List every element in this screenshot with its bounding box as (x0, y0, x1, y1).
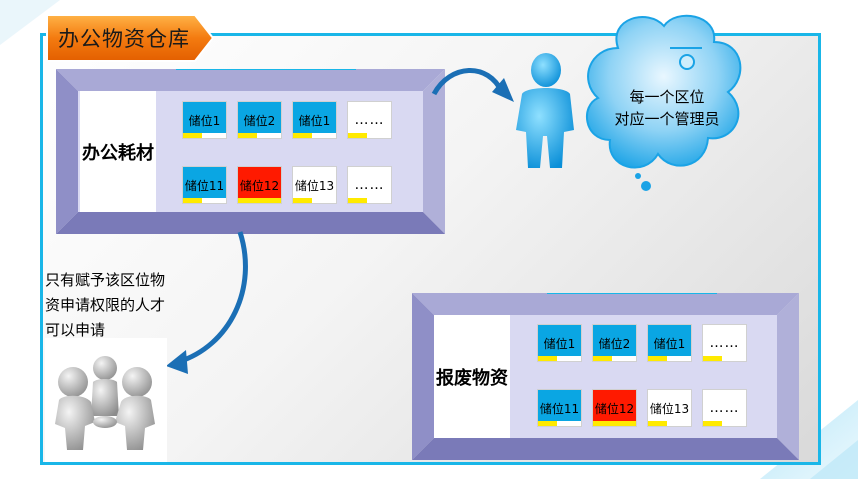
storage-slot: …… (702, 324, 747, 362)
storage-slot-label: …… (709, 400, 740, 416)
storage-slot: …… (347, 101, 392, 139)
cloud-callout-icon (586, 14, 742, 191)
storage-slot-label: 储位1 (188, 113, 221, 128)
permission-note-line3: 可以申请 (45, 321, 106, 339)
storage-slot: 储位13 (292, 166, 337, 204)
permission-note: 只有赋予该区位物 资申请权限的人才 可以申请 (45, 268, 195, 343)
storage-slot: 储位2 (592, 324, 637, 362)
storage-slot: …… (347, 166, 392, 204)
storage-fill-bar (538, 421, 581, 426)
storage-fill-bar (538, 356, 581, 361)
top-panel-accent-line (176, 69, 356, 70)
storage-slot: 储位2 (237, 101, 282, 139)
cloud-note: 每一个区位 对应一个管理员 (592, 86, 742, 130)
storage-slot-label: 储位11 (184, 178, 225, 193)
storage-fill-bar (293, 198, 336, 203)
permission-note-line1: 只有赋予该区位物 (45, 271, 166, 289)
team-people-icon (55, 356, 155, 450)
storage-slot: 储位11 (537, 389, 582, 427)
page-title: 办公物资仓库 (58, 27, 190, 51)
storage-fill-bar (348, 198, 391, 203)
title-tag-shape (46, 14, 215, 62)
storage-fill-bar (183, 198, 226, 203)
storage-fill-bar (293, 133, 336, 138)
storage-slot: …… (702, 389, 747, 427)
cloud-note-line1: 每一个区位 (629, 88, 705, 106)
storage-slot-label: 储位12 (594, 401, 635, 416)
storage-fill-bar (593, 356, 636, 361)
permission-note-line2: 资申请权限的人才 (45, 296, 166, 314)
storage-slot-label: 储位1 (543, 336, 576, 351)
storage-fill-bar (648, 421, 691, 426)
storage-slot-label: …… (709, 335, 740, 351)
storage-slot-label: 储位2 (598, 336, 631, 351)
storage-fill-bar (238, 133, 281, 138)
storage-slot-label: …… (354, 177, 385, 193)
storage-slot: 储位12 (592, 389, 637, 427)
team-image (45, 338, 167, 462)
bottom-panel-accent-line (547, 293, 717, 294)
storage-slot: 储位13 (647, 389, 692, 427)
storage-slot-label: 储位11 (539, 401, 580, 416)
storage-fill-bar (348, 133, 391, 138)
storage-slot-label: …… (354, 112, 385, 128)
storage-slot: 储位1 (292, 101, 337, 139)
storage-slot-label: 储位13 (649, 401, 690, 416)
panel-label-office-consumables: 办公耗材 (80, 91, 156, 212)
storage-fill-bar (238, 198, 281, 203)
storage-fill-bar (703, 356, 746, 361)
storage-slot: 储位11 (182, 166, 227, 204)
storage-slot: 储位1 (537, 324, 582, 362)
arrow-to-manager (431, 68, 514, 102)
storage-fill-bar (593, 421, 636, 426)
storage-fill-bar (183, 133, 226, 138)
arrow-to-team (166, 231, 248, 374)
storage-slot: 储位1 (647, 324, 692, 362)
storage-slot-label: 储位13 (294, 178, 335, 193)
cloud-note-line2: 对应一个管理员 (614, 110, 720, 128)
title-tag: 办公物资仓库 (45, 13, 217, 63)
top-storage-panel: 办公耗材 储位1 储位2 储位1 …… 储位11 储位12 储位13 …… (56, 69, 445, 234)
storage-slot-label: 储位12 (239, 178, 280, 193)
bottom-storage-panel: 报废物资 储位1 储位2 储位1 …… 储位11 储位12 储位13 …… (412, 293, 799, 460)
storage-slot: 储位1 (182, 101, 227, 139)
panel-label-scrap-materials: 报废物资 (434, 315, 510, 438)
storage-slot: 储位12 (237, 166, 282, 204)
person-icon (516, 53, 574, 168)
storage-fill-bar (648, 356, 691, 361)
storage-slot-label: 储位1 (298, 113, 331, 128)
storage-slot-label: 储位1 (653, 336, 686, 351)
storage-fill-bar (703, 421, 746, 426)
storage-slot-label: 储位2 (243, 113, 276, 128)
